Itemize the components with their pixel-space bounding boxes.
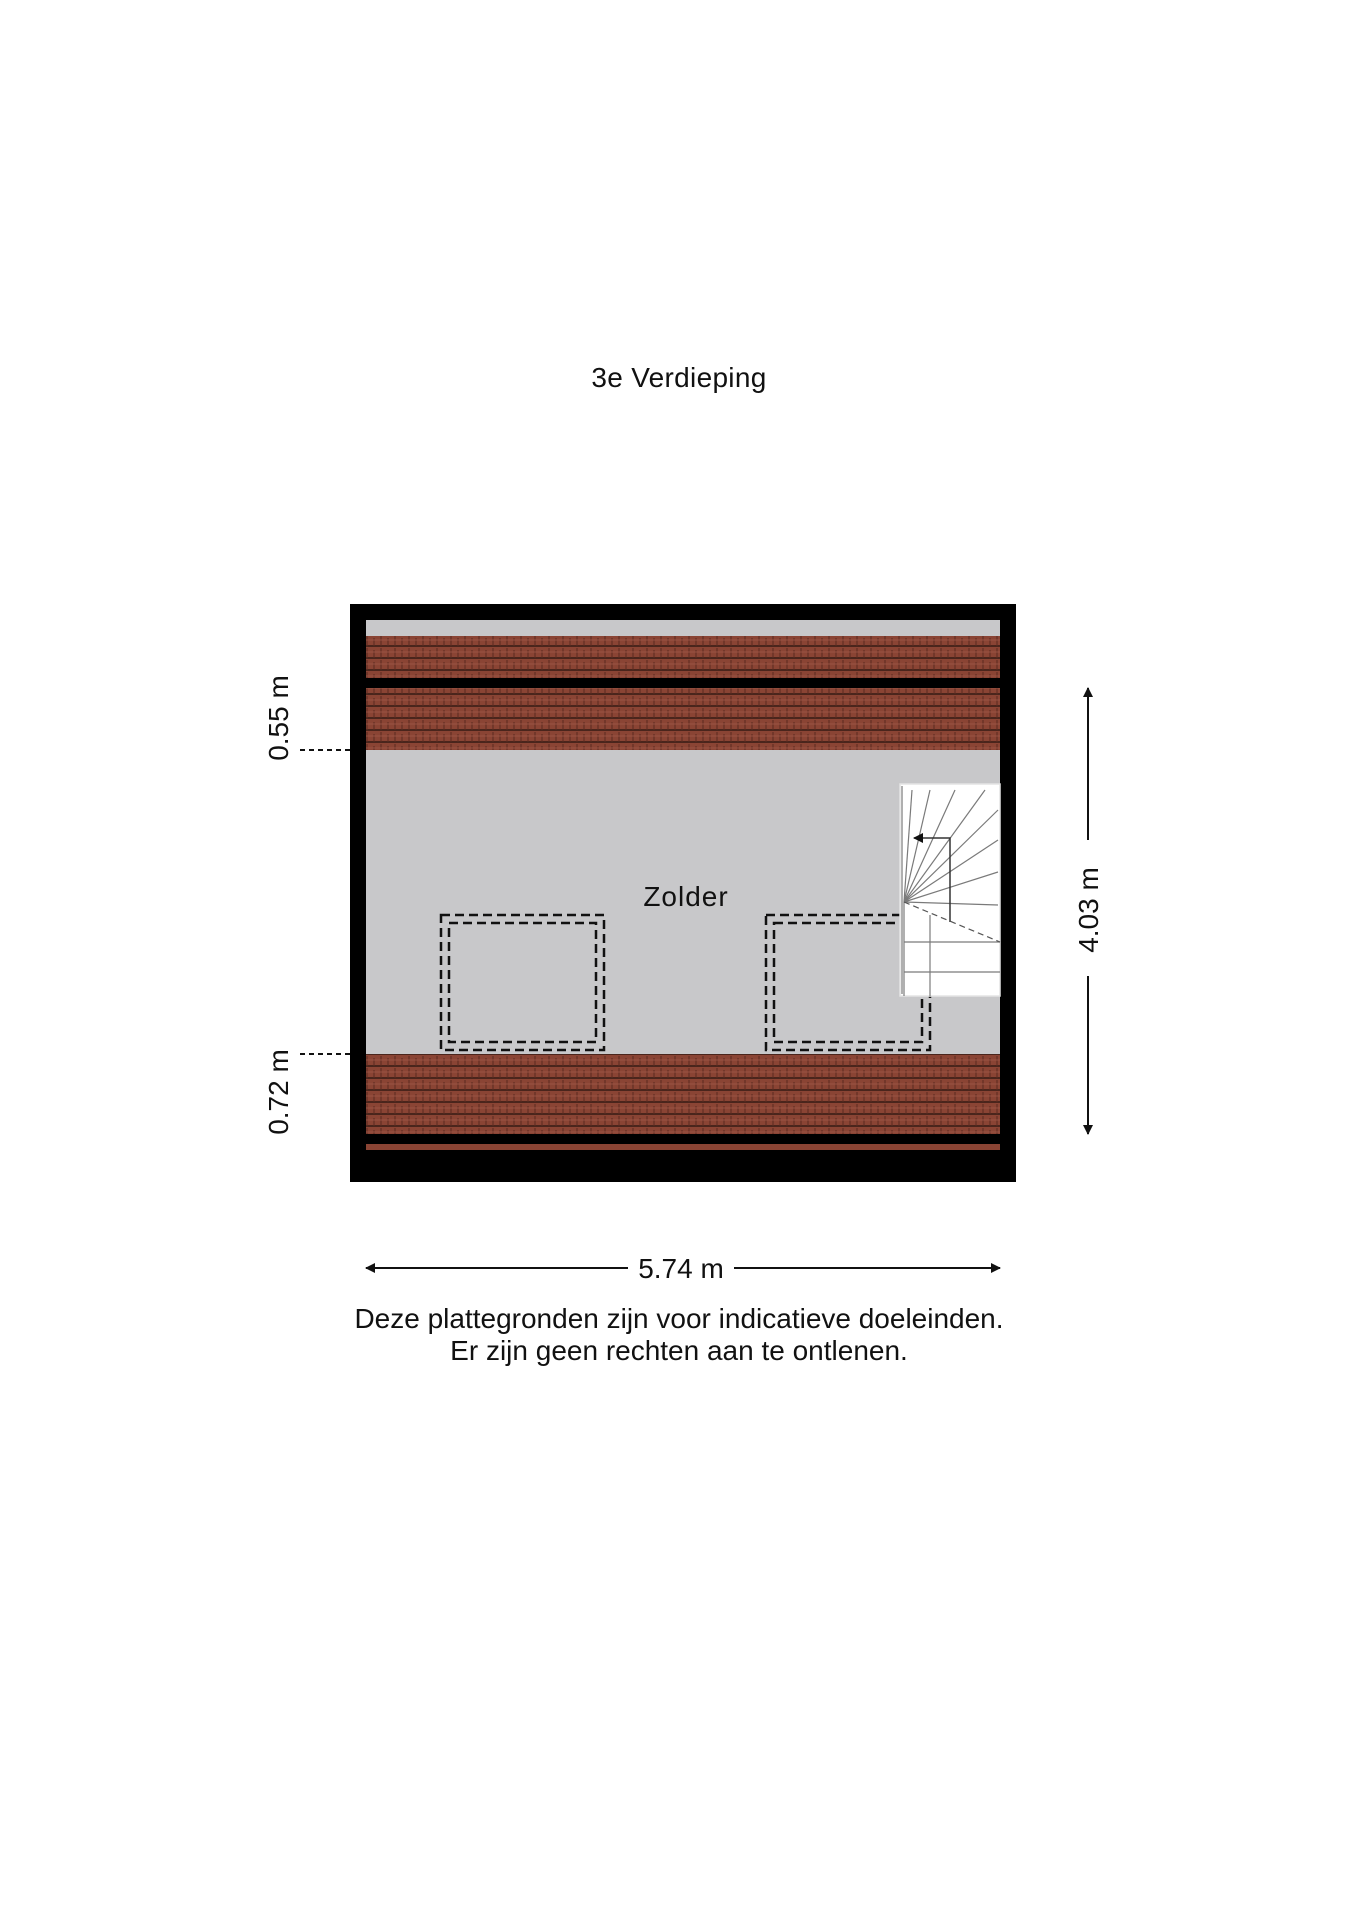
skylight-icon [439,913,606,1052]
dim-top-slope: 0.55 m [263,675,294,761]
roof-tiles-top [366,688,1000,750]
floor-title: 3e Verdieping [591,362,767,393]
dim-bottom-slope: 0.72 m [263,1049,294,1135]
roof-tiles-top-narrow [366,636,1000,678]
roof-tiles-bottom [366,1054,1000,1134]
ridge-beam [366,678,1000,688]
disclaimer-line-2: Er zijn geen rechten aan te ontlenen. [450,1335,908,1366]
roof-tiles-bottom-edge [366,1144,1000,1150]
room-label: Zolder [643,881,728,912]
disclaimer: Deze plattegronden zijn voor indicatieve… [0,1303,1358,1367]
dim-width: 5.74 m [638,1253,724,1284]
disclaimer-line-1: Deze plattegronden zijn voor indicatieve… [354,1303,1004,1334]
dim-depth: 4.03 m [1073,867,1104,953]
eave-beam [366,1134,1000,1144]
staircase-icon [899,783,1001,997]
